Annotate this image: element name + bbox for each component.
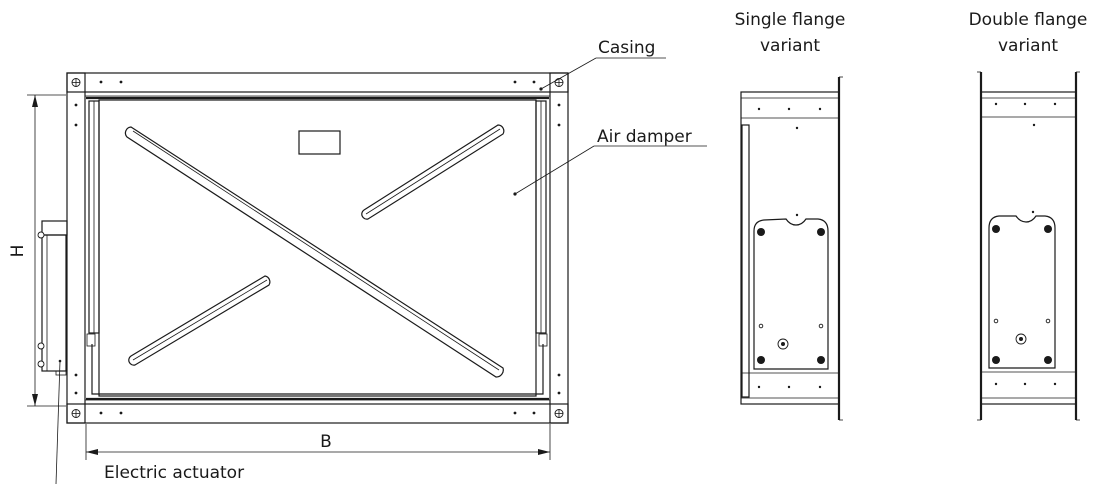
corner-blocks [66, 72, 569, 424]
casing-label: Casing [598, 38, 655, 58]
blade-label-plate [298, 130, 341, 155]
dimension-b-label: B [320, 432, 332, 452]
single-flange-view [740, 76, 843, 421]
callout-electric-actuator [55, 360, 61, 485]
dimension-h [27, 94, 66, 407]
casing-frame-outer [66, 72, 569, 424]
air-damper-label: Air damper [597, 127, 692, 147]
electric-actuator [37, 220, 68, 376]
callout-casing [540, 57, 666, 90]
flange-holes [74, 80, 561, 415]
electric-actuator-label: Electric actuator [104, 463, 244, 483]
single-flange-title-line1: Single flange [735, 10, 846, 30]
blade-stiffeners [124, 124, 505, 378]
callout-air-damper [514, 145, 707, 195]
double-flange-title-line2: variant [998, 36, 1058, 56]
damper-blade [98, 99, 537, 397]
dimension-b [85, 424, 551, 460]
main-front-view [37, 72, 569, 424]
casing-frame-inner [84, 91, 551, 405]
double-flange-title-line1: Double flange [969, 10, 1088, 30]
single-flange-title-line2: variant [760, 36, 820, 56]
double-flange-view [977, 71, 1080, 421]
dimension-h-label: H [8, 245, 28, 258]
